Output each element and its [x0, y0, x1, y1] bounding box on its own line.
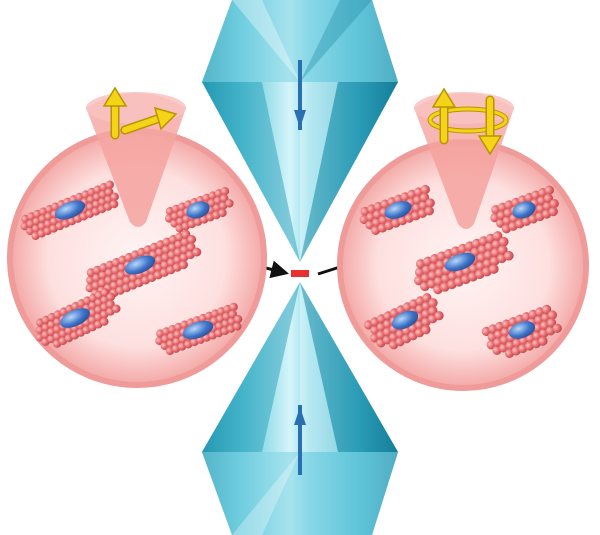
atom: [543, 193, 554, 203]
atom: [100, 288, 110, 297]
cluster: [155, 302, 243, 356]
core: [444, 252, 476, 272]
cluster: [414, 231, 514, 295]
atom: [105, 187, 114, 197]
atom: [419, 192, 430, 203]
left-clusters: [20, 180, 243, 356]
atom: [420, 184, 430, 195]
core: [384, 201, 412, 219]
atom: [547, 310, 558, 320]
atom: [542, 304, 552, 315]
core: [186, 201, 210, 219]
sample-marker: [291, 270, 309, 277]
cluster: [359, 184, 435, 235]
cluster: [164, 186, 234, 233]
atom: [538, 336, 548, 346]
atom: [106, 299, 115, 309]
atom: [422, 293, 432, 303]
atom: [179, 260, 188, 270]
atom: [546, 318, 557, 328]
atom: [544, 185, 554, 195]
atom: [192, 247, 202, 257]
atom: [492, 231, 503, 241]
atom: [186, 242, 196, 252]
left-magnified-view: [7, 128, 267, 388]
atom: [233, 314, 243, 324]
atom: [421, 325, 431, 335]
core: [391, 310, 419, 330]
cluster: [20, 180, 119, 240]
atom: [425, 198, 435, 208]
atom: [434, 311, 444, 321]
cluster: [85, 229, 202, 300]
atom: [489, 264, 499, 274]
core: [508, 321, 536, 339]
atom: [552, 323, 562, 333]
atom: [112, 304, 121, 313]
atom: [105, 180, 115, 189]
atom: [428, 306, 438, 316]
atom: [218, 208, 227, 217]
atom: [549, 199, 559, 209]
right-magnified-view: [337, 139, 589, 391]
cluster: [35, 288, 121, 348]
cluster: [364, 293, 444, 350]
atom: [503, 250, 514, 261]
core: [182, 320, 214, 340]
atom: [110, 192, 119, 201]
atom: [498, 236, 509, 247]
atom: [219, 194, 229, 203]
atom: [233, 322, 242, 331]
spin-arrows-collinear: [102, 86, 178, 140]
atom: [424, 206, 434, 216]
atom: [187, 234, 197, 244]
atom: [225, 199, 234, 208]
atom: [428, 298, 438, 308]
atom: [548, 206, 558, 217]
spin-arrows-precessing: [427, 87, 509, 156]
atom: [220, 186, 230, 196]
atom: [106, 292, 116, 302]
atom: [100, 317, 109, 326]
core: [60, 308, 90, 328]
cluster: [481, 304, 562, 358]
upper-diamond-anvil: [202, 0, 398, 262]
core: [124, 255, 156, 275]
cluster: [490, 185, 559, 234]
right-clusters: [359, 184, 562, 358]
atom: [181, 229, 191, 239]
atom: [229, 302, 238, 312]
atom: [228, 309, 237, 319]
lower-diamond-anvil: [202, 282, 398, 535]
atom: [109, 199, 119, 209]
core: [54, 200, 86, 220]
core: [512, 201, 536, 219]
atom: [497, 245, 508, 255]
